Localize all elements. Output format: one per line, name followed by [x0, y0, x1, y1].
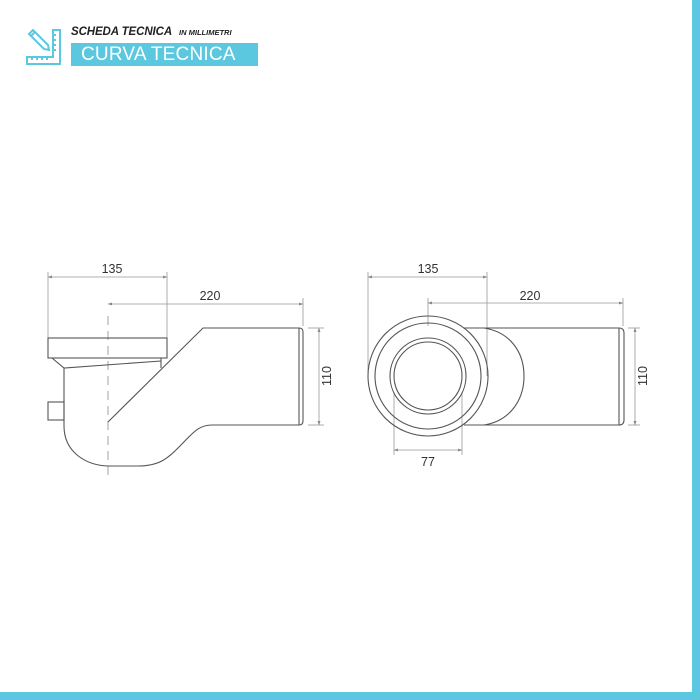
top-view: 135 220 110 77 [367, 262, 650, 469]
flange-ring [374, 322, 482, 430]
outer-ring [367, 315, 489, 437]
pipe-bulge [483, 327, 525, 426]
dim-label-110: 110 [320, 366, 334, 386]
subtitle-text: SCHEDA TECNICA [71, 26, 173, 38]
unit-label: IN MILLIMETRI [179, 28, 232, 37]
pipe-body [464, 327, 625, 426]
dim-label-110: 110 [636, 366, 650, 386]
header: SCHEDA TECNICA IN MILLIMETRI CURVA TECNIC… [24, 24, 264, 70]
bore-ring [393, 341, 463, 411]
flange [47, 337, 168, 359]
dim-label-135: 135 [418, 262, 439, 276]
dim-label-220: 220 [520, 289, 541, 303]
body-outline [63, 368, 299, 467]
accent-border-right [692, 0, 700, 700]
dim-label-135: 135 [102, 262, 123, 276]
side-stub [47, 401, 65, 421]
pencil-ruler-icon [26, 28, 61, 65]
inner-ring [389, 337, 467, 415]
subtitle: SCHEDA TECNICA IN MILLIMETRI [71, 26, 232, 38]
side-view: 135 220 110 [47, 262, 334, 480]
page-title: CURVA TECNICA [71, 43, 258, 66]
dim-label-77: 77 [421, 455, 435, 469]
dim-label-220: 220 [200, 289, 221, 303]
accent-border-bottom [0, 692, 700, 700]
